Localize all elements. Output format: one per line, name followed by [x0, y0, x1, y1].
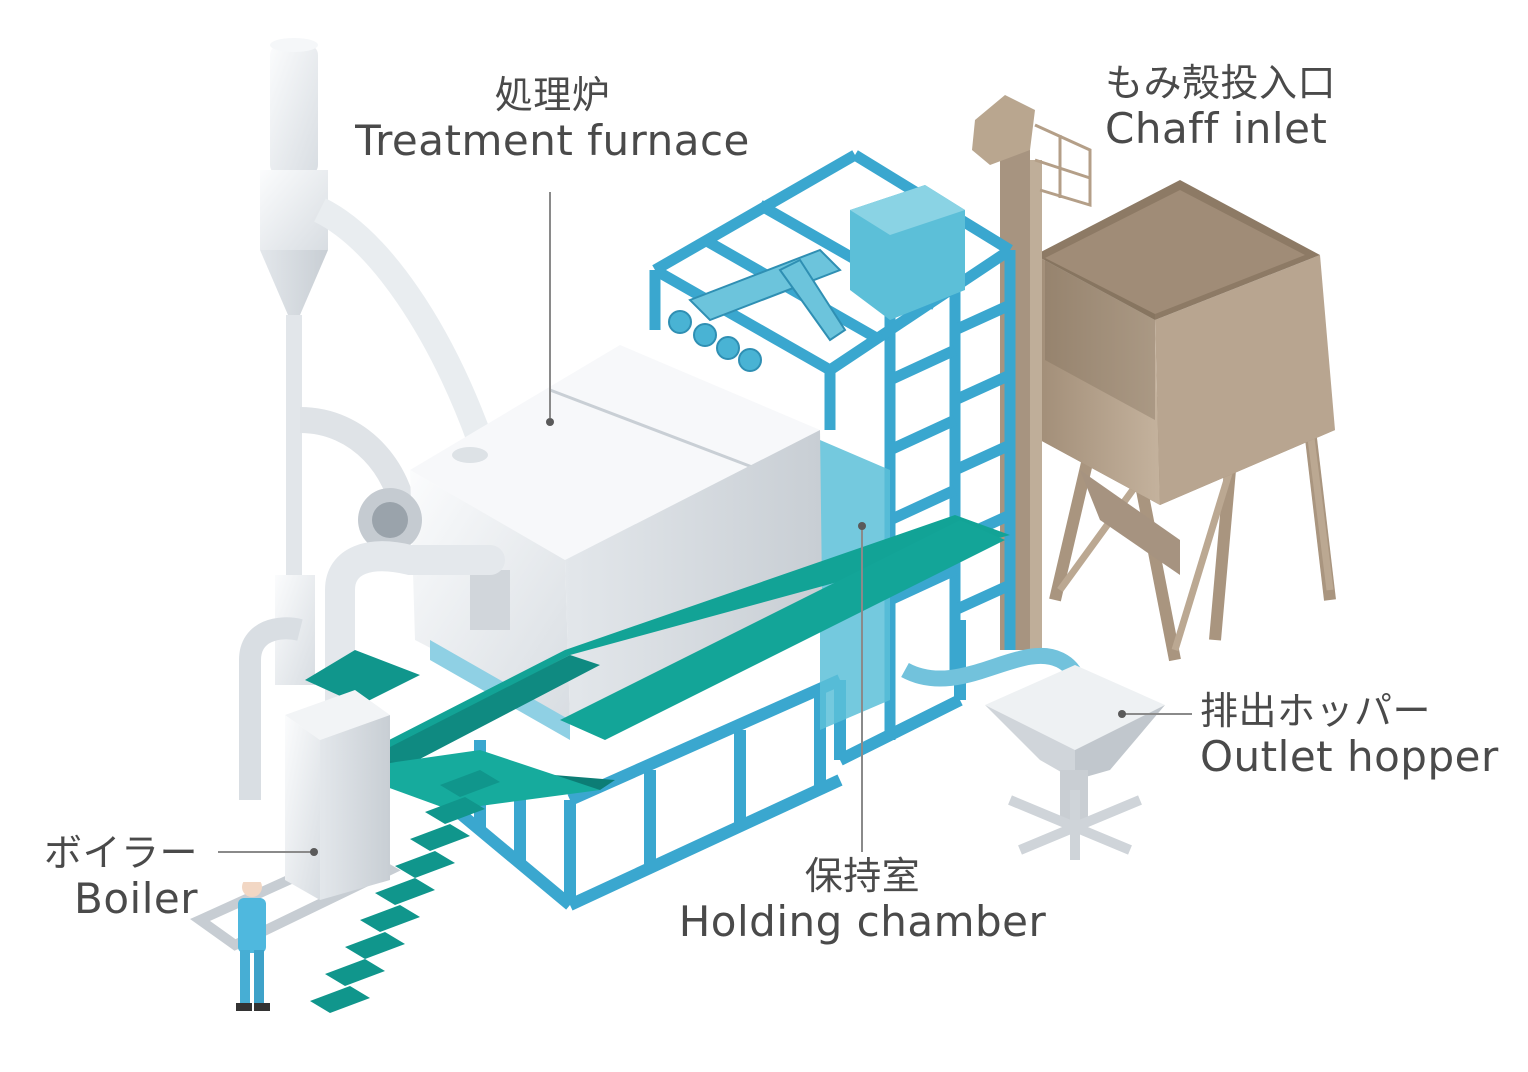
leader-lines: [218, 192, 1192, 856]
label-boiler-en: Boiler: [74, 873, 198, 923]
label-chamber-jp: 保持室: [804, 854, 921, 898]
label-treatment-furnace: 処理炉 Treatment furnace: [355, 74, 750, 164]
chaff-silo: [1035, 180, 1336, 662]
staircase: [310, 770, 500, 1013]
label-inlet-en: Chaff inlet: [1105, 103, 1328, 153]
boiler: [190, 690, 401, 951]
label-furnace-en: Treatment furnace: [355, 115, 750, 165]
burner-blower: [239, 488, 505, 800]
screw-feeders: [668, 248, 847, 372]
label-outlet-hopper: 排出ホッパー Outlet hopper: [1200, 690, 1520, 780]
base-frame: [416, 620, 966, 911]
inlet-platform-railing: [1034, 123, 1092, 208]
walkway-platform: [305, 515, 1010, 810]
worker-figure: [236, 876, 270, 1011]
label-hopper-en: Outlet hopper: [1200, 731, 1499, 781]
cyclone: [260, 38, 493, 685]
holding-chamber-feeder: [850, 185, 965, 320]
label-chamber-en: Holding chamber: [678, 896, 1047, 946]
label-furnace-jp: 処理炉: [494, 73, 611, 117]
label-boiler: ボイラー Boiler: [20, 832, 198, 922]
outlet-hopper: [901, 647, 1165, 860]
label-inlet-jp: もみ殻投入口: [1105, 61, 1337, 105]
label-boiler-jp: ボイラー: [43, 831, 198, 875]
label-holding-chamber: 保持室 Holding chamber: [670, 855, 1055, 945]
label-chaff-inlet: もみ殻投入口 Chaff inlet: [1105, 62, 1405, 152]
label-hopper-jp: 排出ホッパー: [1200, 689, 1432, 733]
